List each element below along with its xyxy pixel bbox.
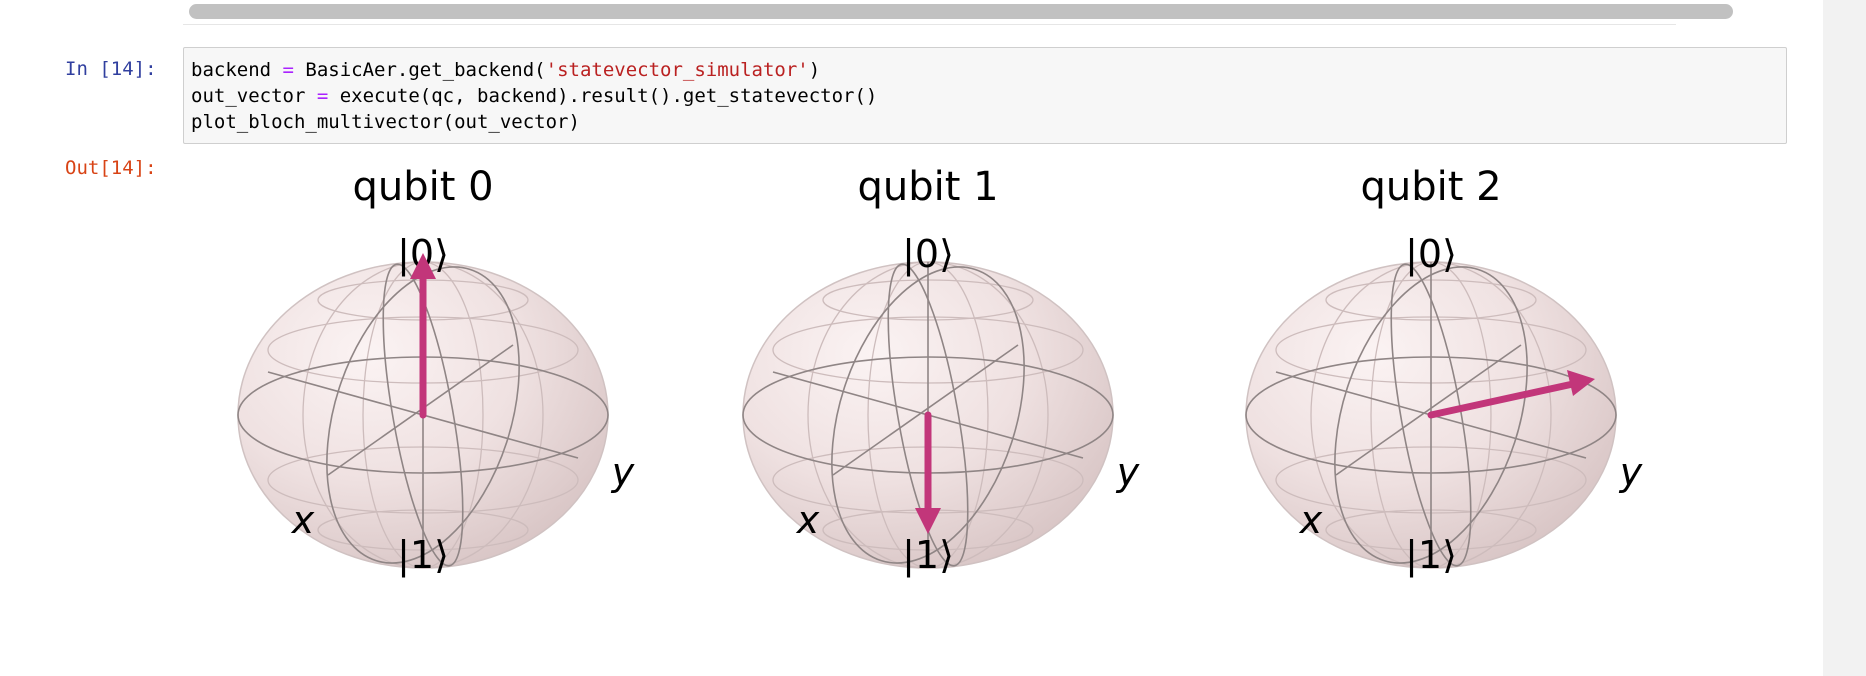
code-cell-input[interactable]: backend = BasicAer.get_backend('statevec… [183,47,1787,144]
sphere-title: qubit 0 [352,164,493,210]
label-ket-1: |1⟩ [1405,533,1457,578]
sphere-title: qubit 2 [1360,164,1501,210]
output-area: qubit 0 |0⟩ |1⟩ x y qubit 1 [183,150,1683,590]
horizontal-scrollbar[interactable] [183,0,1733,25]
label-x-axis: x [1299,498,1323,542]
output-prompt: Out[14]: [65,157,157,179]
code-line-2: out_vector = execute(qc, backend).result… [191,85,878,107]
label-y-axis: y [611,450,635,494]
label-ket-1: |1⟩ [397,533,449,578]
label-ket-0: |0⟩ [902,232,954,277]
state-vector-arrow [915,411,941,534]
bloch-multivector-plot: qubit 0 |0⟩ |1⟩ x y qubit 1 [237,164,1643,578]
label-x-axis: x [291,498,315,542]
state-vector-arrow [410,253,436,419]
bloch-sphere-qubit-2: qubit 2 |0⟩ |1⟩ x y [1245,164,1643,578]
code-line-3: plot_bloch_multivector(out_vector) [191,111,580,133]
state-vector-arrow [1427,370,1595,419]
page-gutter [1823,0,1866,676]
code-line-1: backend = BasicAer.get_backend('statevec… [191,59,821,81]
label-ket-0: |0⟩ [1405,232,1457,277]
bloch-sphere-qubit-1: qubit 1 |0⟩ |1⟩ x y [742,164,1140,578]
sphere-title: qubit 1 [857,164,998,210]
label-ket-1: |1⟩ [902,533,954,578]
label-x-axis: x [796,498,820,542]
bloch-sphere-qubit-0: qubit 0 |0⟩ |1⟩ x y [237,164,635,578]
input-prompt: In [14]: [65,58,157,80]
label-y-axis: y [1619,450,1643,494]
label-y-axis: y [1116,450,1140,494]
scrollbar-thumb[interactable] [189,4,1733,19]
